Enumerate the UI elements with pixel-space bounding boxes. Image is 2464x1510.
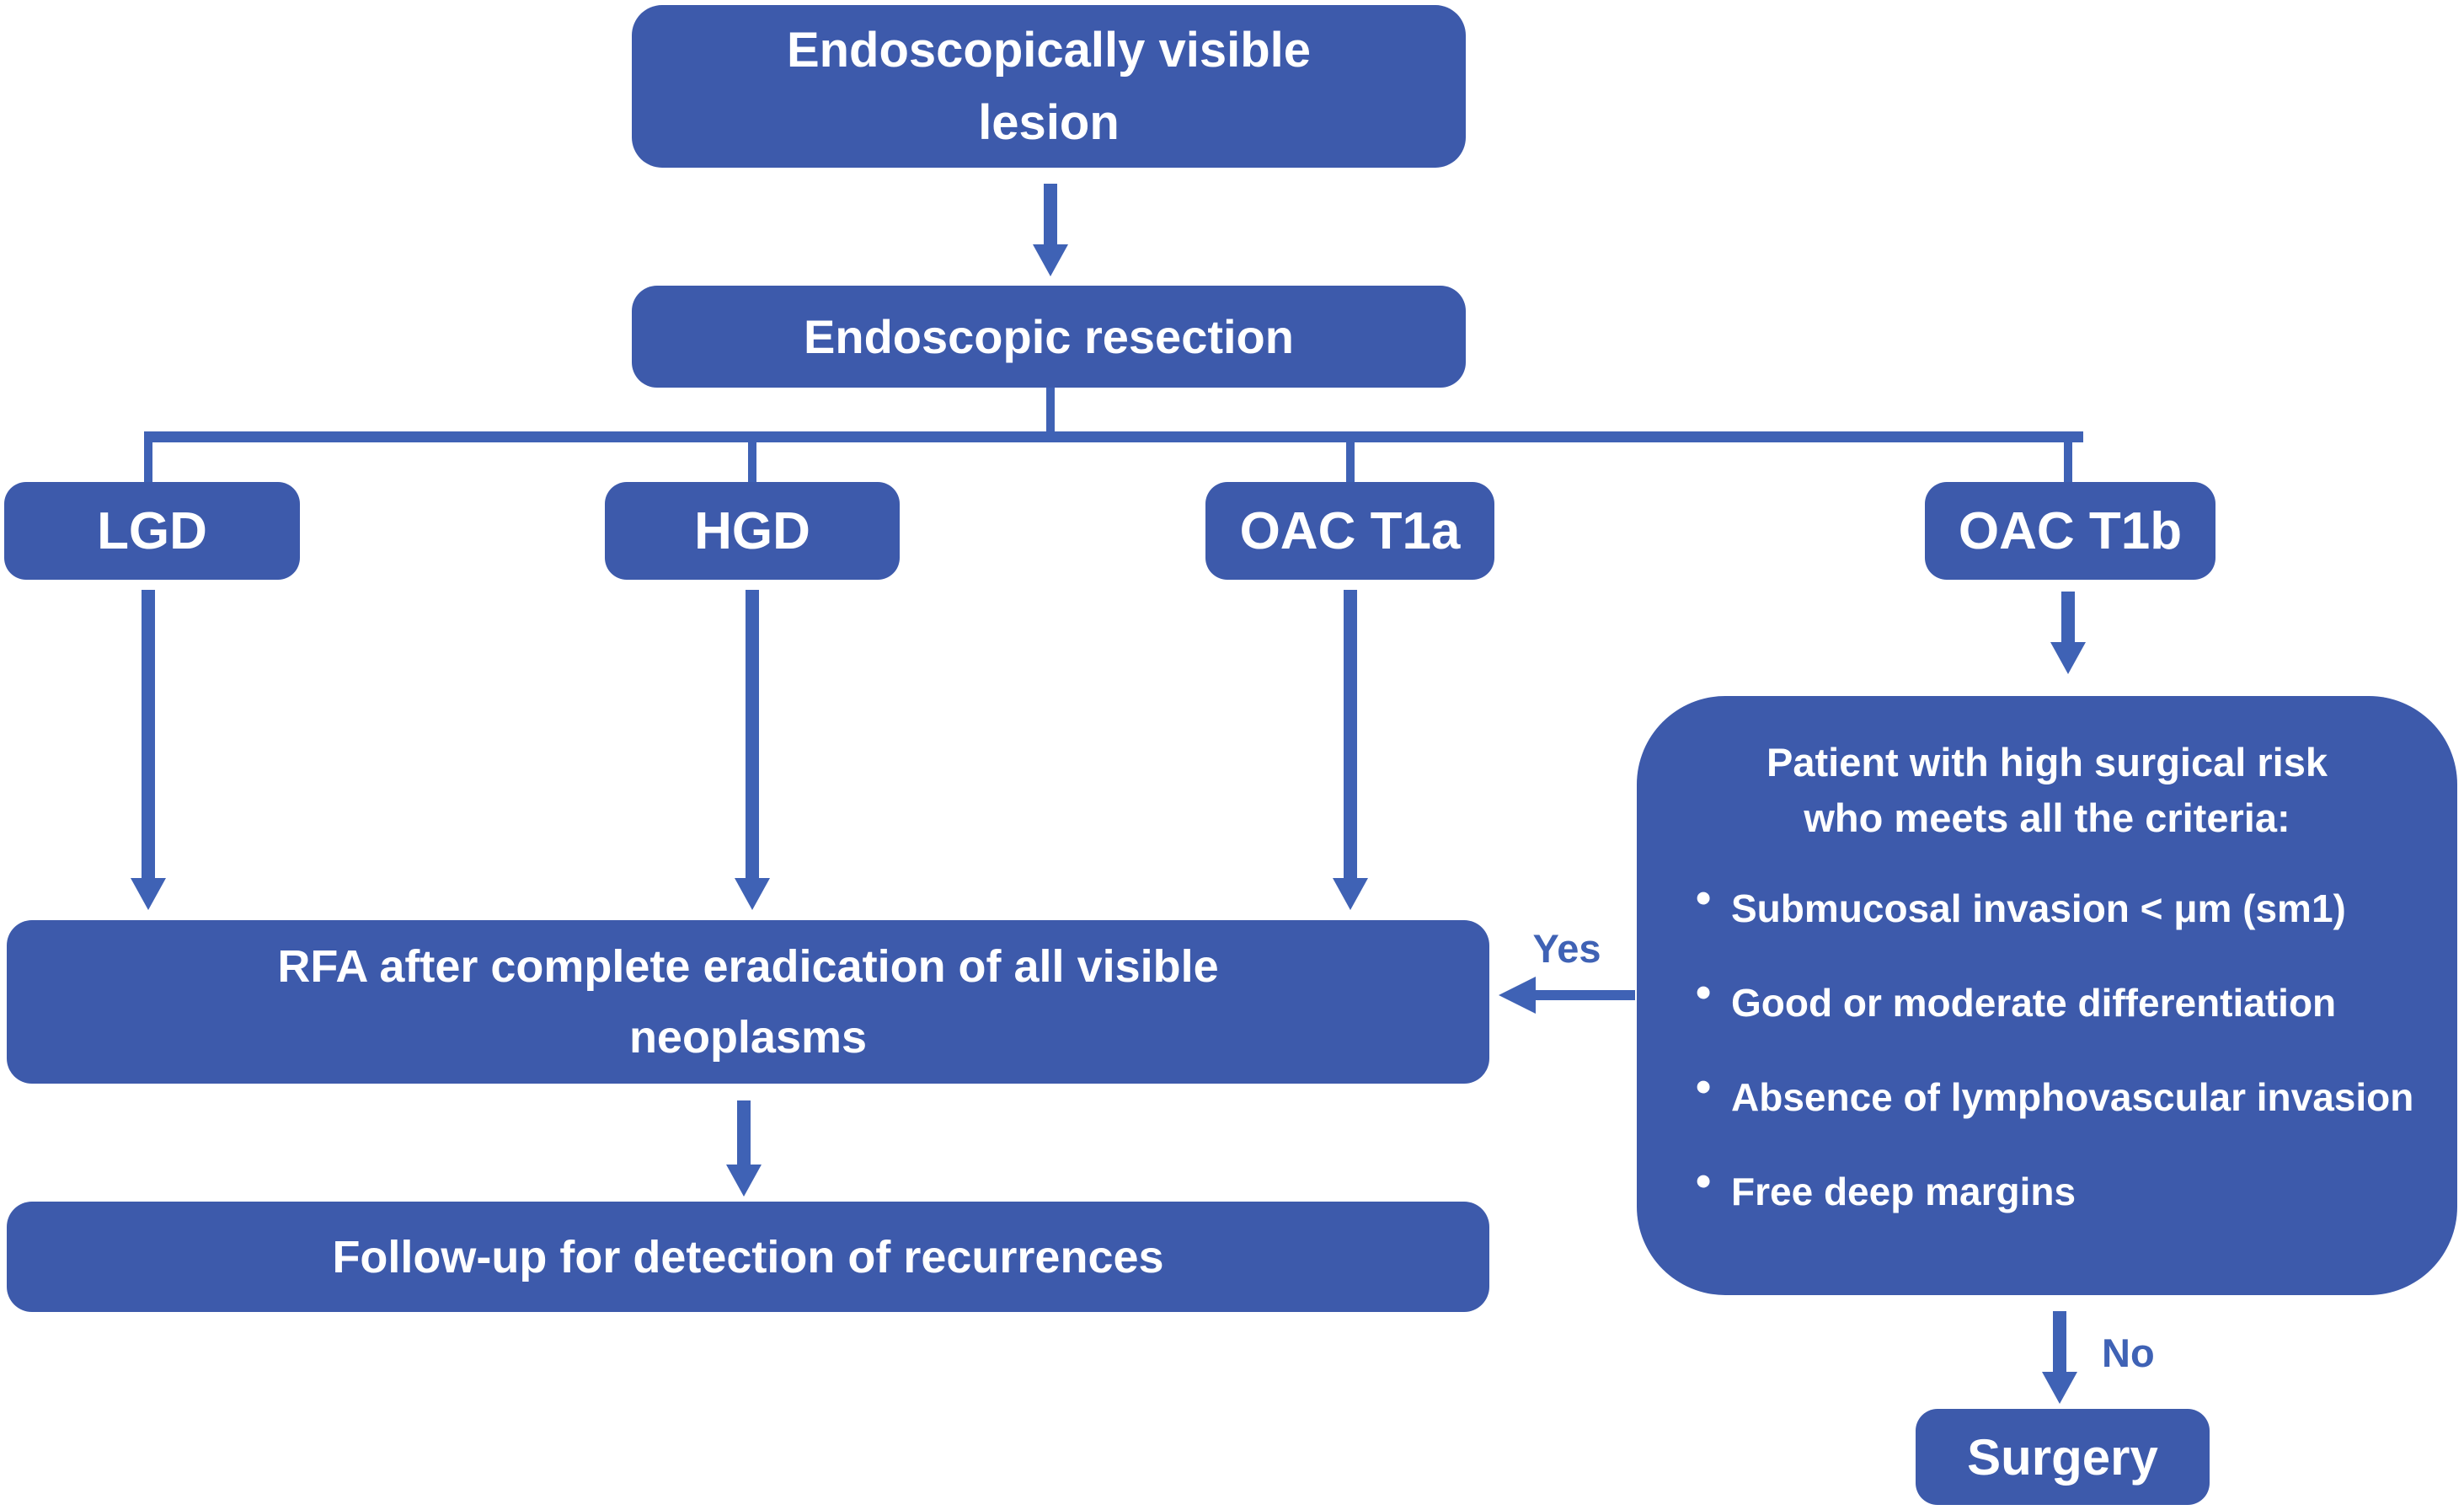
arrow-down-icon bbox=[1333, 878, 1368, 910]
arrow-down-icon bbox=[735, 878, 770, 910]
node-label: lesion bbox=[978, 94, 1120, 150]
node-label: OAC T1a bbox=[1239, 501, 1461, 560]
criteria-heading-line: Patient with high surgical risk bbox=[1766, 740, 2328, 784]
node-hgd: HGD bbox=[605, 482, 900, 580]
connector-line bbox=[144, 441, 152, 483]
node-surgery: Surgery bbox=[1916, 1409, 2210, 1505]
node-lgd: LGD bbox=[4, 482, 300, 580]
arrow-down-icon bbox=[1044, 184, 1057, 246]
connector-line bbox=[748, 441, 756, 483]
node-oac-t1b: OAC T1b bbox=[1925, 482, 2215, 580]
arrow-left-icon bbox=[1535, 990, 1635, 1000]
node-rfa: RFA after complete eradication of all vi… bbox=[7, 920, 1489, 1084]
node-label: neoplasms bbox=[628, 1012, 868, 1063]
node-label: HGD bbox=[694, 501, 810, 560]
node-oac-t1a: OAC T1a bbox=[1205, 482, 1494, 580]
node-label: Surgery bbox=[1967, 1428, 2158, 1486]
arrow-down-icon bbox=[746, 590, 759, 878]
connector-line bbox=[2064, 441, 2072, 483]
criteria-bullet-item: • Good or moderate differentiation bbox=[1662, 969, 2432, 1026]
node-label: LGD bbox=[97, 501, 207, 560]
node-label: RFA after complete eradication of all vi… bbox=[277, 941, 1219, 992]
arrow-down-icon bbox=[142, 590, 155, 878]
criteria-bullet-item: • Free deep margins bbox=[1662, 1158, 2432, 1215]
criteria-bullet-text: Absence of lymphovascular invasion bbox=[1731, 1075, 2414, 1119]
node-label: OAC T1b bbox=[1958, 501, 2183, 560]
arrow-down-icon bbox=[737, 1100, 751, 1166]
arrow-down-icon bbox=[1033, 244, 1068, 276]
connector-line bbox=[1046, 388, 1055, 436]
bullet-icon: • bbox=[1696, 1063, 1712, 1111]
arrow-down-icon bbox=[131, 878, 166, 910]
bullet-icon: • bbox=[1696, 874, 1712, 923]
arrow-down-icon bbox=[2050, 642, 2086, 674]
node-follow-up: Follow-up for detection of recurrences bbox=[7, 1202, 1489, 1312]
criteria-bullet-text: Good or moderate differentiation bbox=[1731, 981, 2337, 1025]
bullet-icon: • bbox=[1696, 968, 1712, 1017]
node-label: Endoscopic resection bbox=[804, 310, 1294, 363]
arrow-down-icon bbox=[726, 1165, 762, 1197]
criteria-bullet-text: Submucosal invasion < μm (sm1) bbox=[1731, 886, 2346, 930]
bullet-icon: • bbox=[1696, 1157, 1712, 1206]
node-label: Endoscopically visible bbox=[786, 22, 1312, 78]
node-endoscopically-visible-lesion: Endoscopically visible lesion bbox=[632, 5, 1466, 168]
node-endoscopic-resection: Endoscopic resection bbox=[632, 286, 1466, 388]
arrow-down-icon bbox=[2061, 592, 2075, 644]
criteria-bullet-text: Free deep margins bbox=[1731, 1170, 2076, 1213]
arrow-down-icon bbox=[2042, 1372, 2077, 1404]
arrow-left-icon bbox=[1499, 977, 1536, 1014]
node-surgical-risk-criteria: Patient with high surgical risk who meet… bbox=[1637, 696, 2457, 1295]
criteria-heading-line: who meets all the criteria: bbox=[1804, 795, 2290, 840]
edge-label-no: No bbox=[2102, 1331, 2155, 1375]
criteria-heading: Patient with high surgical risk who meet… bbox=[1662, 735, 2432, 846]
connector-line bbox=[1346, 441, 1355, 483]
criteria-bullet-item: • Submucosal invasion < μm (sm1) bbox=[1662, 875, 2432, 932]
connector-line bbox=[144, 431, 2083, 442]
criteria-bullet-item: • Absence of lymphovascular invasion bbox=[1662, 1063, 2432, 1121]
edge-label-yes: Yes bbox=[1532, 926, 1601, 971]
arrow-down-icon bbox=[2053, 1311, 2066, 1373]
arrow-down-icon bbox=[1344, 590, 1357, 878]
node-label: Follow-up for detection of recurrences bbox=[332, 1231, 1164, 1282]
